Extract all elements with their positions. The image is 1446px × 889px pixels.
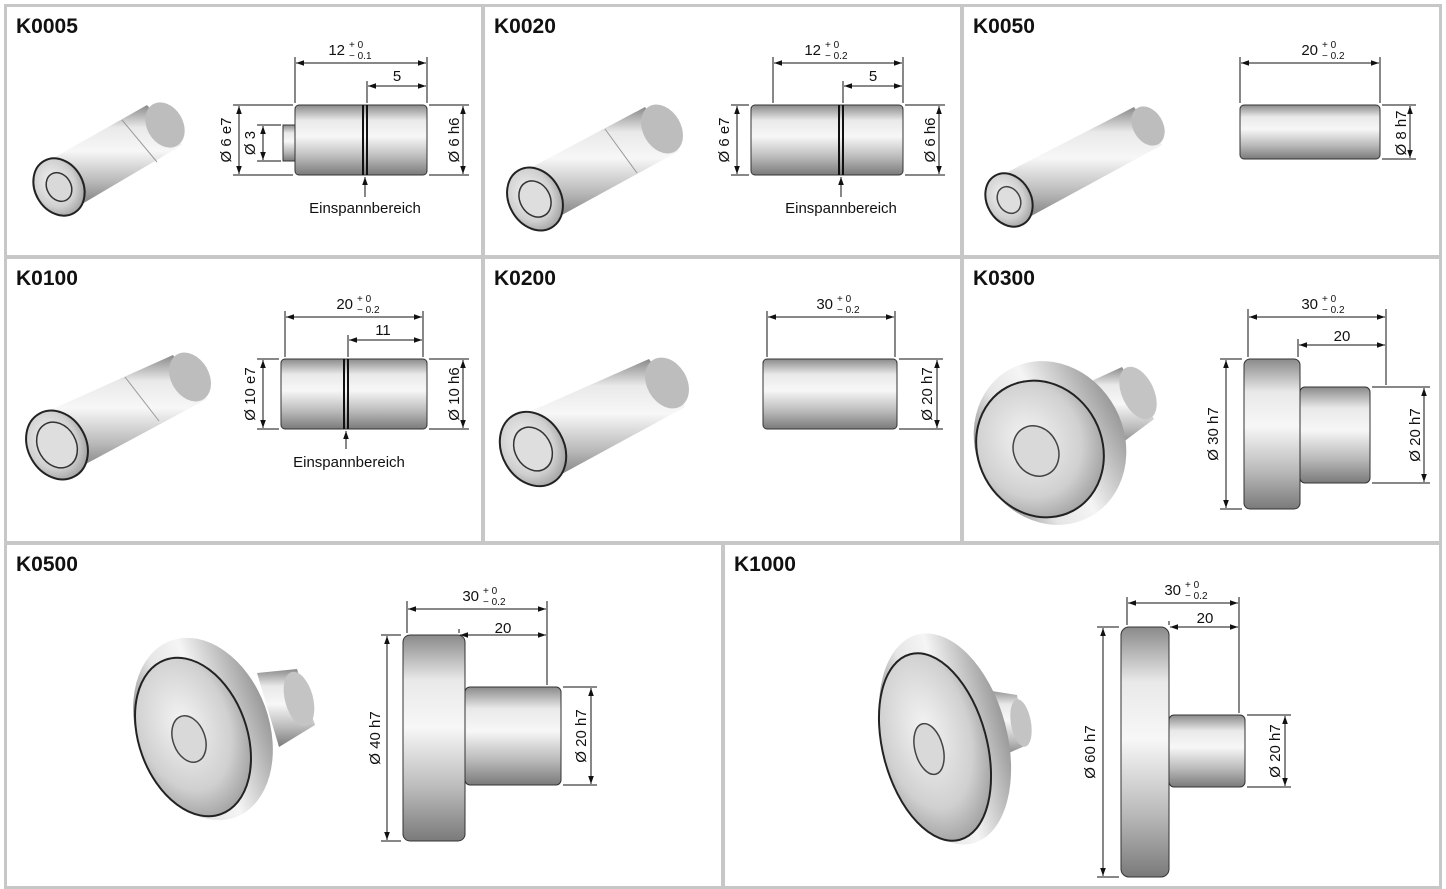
k1000-render bbox=[877, 633, 1032, 845]
k0050-overall-tol-bot: − 0.2 bbox=[1322, 51, 1345, 62]
k0100-right-diameter: Ø 10 h6 bbox=[446, 367, 463, 420]
k0300-render bbox=[973, 361, 1157, 525]
k0300-title: K0300 bbox=[973, 267, 1035, 290]
k0050-drawing: 20 + 0 − 0.2 Ø 8 h7 bbox=[984, 40, 1416, 228]
k1000-overall-tol-bot: − 0.2 bbox=[1185, 591, 1208, 602]
k0300-right-diameter: Ø 20 h7 bbox=[1407, 408, 1424, 461]
k0500-render bbox=[133, 637, 315, 821]
k0020-technical-drawing bbox=[731, 57, 945, 197]
k0005-note: Einspannbereich bbox=[309, 200, 421, 217]
k1000-left-diameter: Ø 60 h7 bbox=[1082, 725, 1099, 778]
k0020-render bbox=[506, 104, 683, 232]
k0200-right-diameter: Ø 20 h7 bbox=[919, 367, 936, 420]
k0200-drawing: 30 + 0 − 0.2 Ø 20 h7 bbox=[498, 294, 943, 488]
k0300-step-dim: 20 bbox=[1334, 328, 1351, 345]
k0300-overall-tol-bot: − 0.2 bbox=[1322, 305, 1345, 316]
cell-k1000: 30 + 0 − 0.2 20 Ø 60 h7 Ø 20 h7 K1000 bbox=[722, 542, 1442, 889]
k0200-overall-dim: 30 bbox=[816, 296, 833, 313]
k0020-overall-tol-top: + 0 bbox=[825, 40, 840, 51]
k1000-overall-dim: 30 bbox=[1164, 582, 1181, 599]
k1000-step-dim: 20 bbox=[1197, 610, 1214, 627]
k0500-overall-tol-top: + 0 bbox=[483, 586, 498, 597]
k0050-title: K0050 bbox=[973, 15, 1035, 38]
k1000-right-diameter: Ø 20 h7 bbox=[1267, 724, 1284, 777]
k1000-technical-drawing bbox=[1097, 597, 1291, 878]
k0200-overall-tol-top: + 0 bbox=[837, 294, 852, 305]
k0050-right-diameter: Ø 8 h7 bbox=[1393, 110, 1410, 155]
k0100-overall-tol-bot: − 0.2 bbox=[357, 305, 380, 316]
k0020-left-diameter: Ø 6 e7 bbox=[716, 117, 733, 162]
k0200-title: K0200 bbox=[494, 267, 556, 290]
k0300-overall-tol-top: + 0 bbox=[1322, 294, 1337, 305]
k0500-step-dim: 20 bbox=[495, 620, 512, 637]
cell-k0005: 12 + 0 − 0.1 5 Ø 6 e7 Ø 3 Ø 6 h6 Einspan… bbox=[4, 4, 484, 258]
k0100-note: Einspannbereich bbox=[293, 454, 405, 471]
k0500-drawing: 30 + 0 − 0.2 20 Ø 40 h7 Ø 20 h7 bbox=[133, 586, 597, 842]
k0100-step-dim: 11 bbox=[375, 322, 391, 339]
k0005-step-dim: 5 bbox=[393, 68, 401, 85]
k0100-render bbox=[25, 352, 211, 481]
k0500-right-diameter: Ø 20 h7 bbox=[573, 709, 590, 762]
k0500-left-diameter: Ø 40 h7 bbox=[367, 711, 384, 764]
cell-k0100: 20 + 0 − 0.2 11 Ø 10 e7 Ø 10 h6 Einspann… bbox=[4, 256, 484, 544]
cell-k0020: 12 + 0 − 0.2 5 Ø 6 e7 Ø 6 h6 Einspannber… bbox=[482, 4, 963, 258]
k0500-overall-tol-bot: − 0.2 bbox=[483, 597, 506, 608]
k1000-overall-tol-top: + 0 bbox=[1185, 580, 1200, 591]
k0020-drawing: 12 + 0 − 0.2 5 Ø 6 e7 Ø 6 h6 Einspannber… bbox=[506, 40, 945, 232]
cell-k0500: 30 + 0 − 0.2 20 Ø 40 h7 Ø 20 h7 K0500 bbox=[4, 542, 724, 889]
cell-k0200: 30 + 0 − 0.2 Ø 20 h7 K0200 bbox=[482, 256, 963, 544]
k0005-drawing: 12 + 0 − 0.1 5 Ø 6 e7 Ø 3 Ø 6 h6 Einspan… bbox=[32, 40, 469, 217]
k0100-drawing: 20 + 0 − 0.2 11 Ø 10 e7 Ø 10 h6 Einspann… bbox=[25, 294, 469, 481]
k0005-overall-dim: 12 bbox=[328, 42, 345, 59]
k0020-right-diameter: Ø 6 h6 bbox=[922, 117, 939, 162]
k0005-overall-tol-bot: − 0.1 bbox=[349, 51, 372, 62]
k0005-render bbox=[32, 102, 185, 217]
k0050-overall-tol-top: + 0 bbox=[1322, 40, 1337, 51]
k0100-overall-dim: 20 bbox=[336, 296, 353, 313]
k0050-technical-drawing bbox=[1239, 57, 1416, 160]
k0200-technical-drawing bbox=[762, 311, 943, 430]
k0020-step-dim: 5 bbox=[869, 68, 877, 85]
k0050-render bbox=[984, 106, 1165, 228]
k0500-title: K0500 bbox=[16, 553, 78, 576]
k0100-technical-drawing bbox=[257, 311, 469, 449]
k0005-right-diameter: Ø 6 h6 bbox=[446, 117, 463, 162]
k0500-technical-drawing bbox=[381, 601, 597, 842]
k0050-overall-dim: 20 bbox=[1301, 42, 1318, 59]
k1000-title: K1000 bbox=[734, 553, 796, 576]
k0005-title: K0005 bbox=[16, 15, 78, 38]
k0300-overall-dim: 30 bbox=[1301, 296, 1318, 313]
k0005-left-diameter: Ø 6 e7 bbox=[218, 117, 235, 162]
k0100-overall-tol-top: + 0 bbox=[357, 294, 372, 305]
cell-k0050: 20 + 0 − 0.2 Ø 8 h7 K0050 bbox=[961, 4, 1442, 258]
k0005-overall-tol-top: + 0 bbox=[349, 40, 364, 51]
k0020-title: K0020 bbox=[494, 15, 556, 38]
k0020-note: Einspannbereich bbox=[785, 200, 897, 217]
k0100-title: K0100 bbox=[16, 267, 78, 290]
k0300-technical-drawing bbox=[1220, 309, 1430, 510]
k0200-overall-tol-bot: − 0.2 bbox=[837, 305, 860, 316]
k1000-drawing: 30 + 0 − 0.2 20 Ø 60 h7 Ø 20 h7 bbox=[877, 580, 1291, 878]
k0005-inner-diameter: Ø 3 bbox=[242, 131, 259, 155]
k0200-render bbox=[498, 357, 689, 488]
k0020-overall-dim: 12 bbox=[804, 42, 821, 59]
k0100-left-diameter: Ø 10 e7 bbox=[242, 367, 259, 420]
k0005-technical-drawing bbox=[233, 57, 469, 197]
k0300-left-diameter: Ø 30 h7 bbox=[1205, 407, 1222, 460]
cell-k0300: 30 + 0 − 0.2 20 Ø 30 h7 Ø 20 h7 K0300 bbox=[961, 256, 1442, 544]
k0500-overall-dim: 30 bbox=[462, 588, 479, 605]
k0020-overall-tol-bot: − 0.2 bbox=[825, 51, 848, 62]
k0300-drawing: 30 + 0 − 0.2 20 Ø 30 h7 Ø 20 h7 bbox=[973, 294, 1430, 525]
